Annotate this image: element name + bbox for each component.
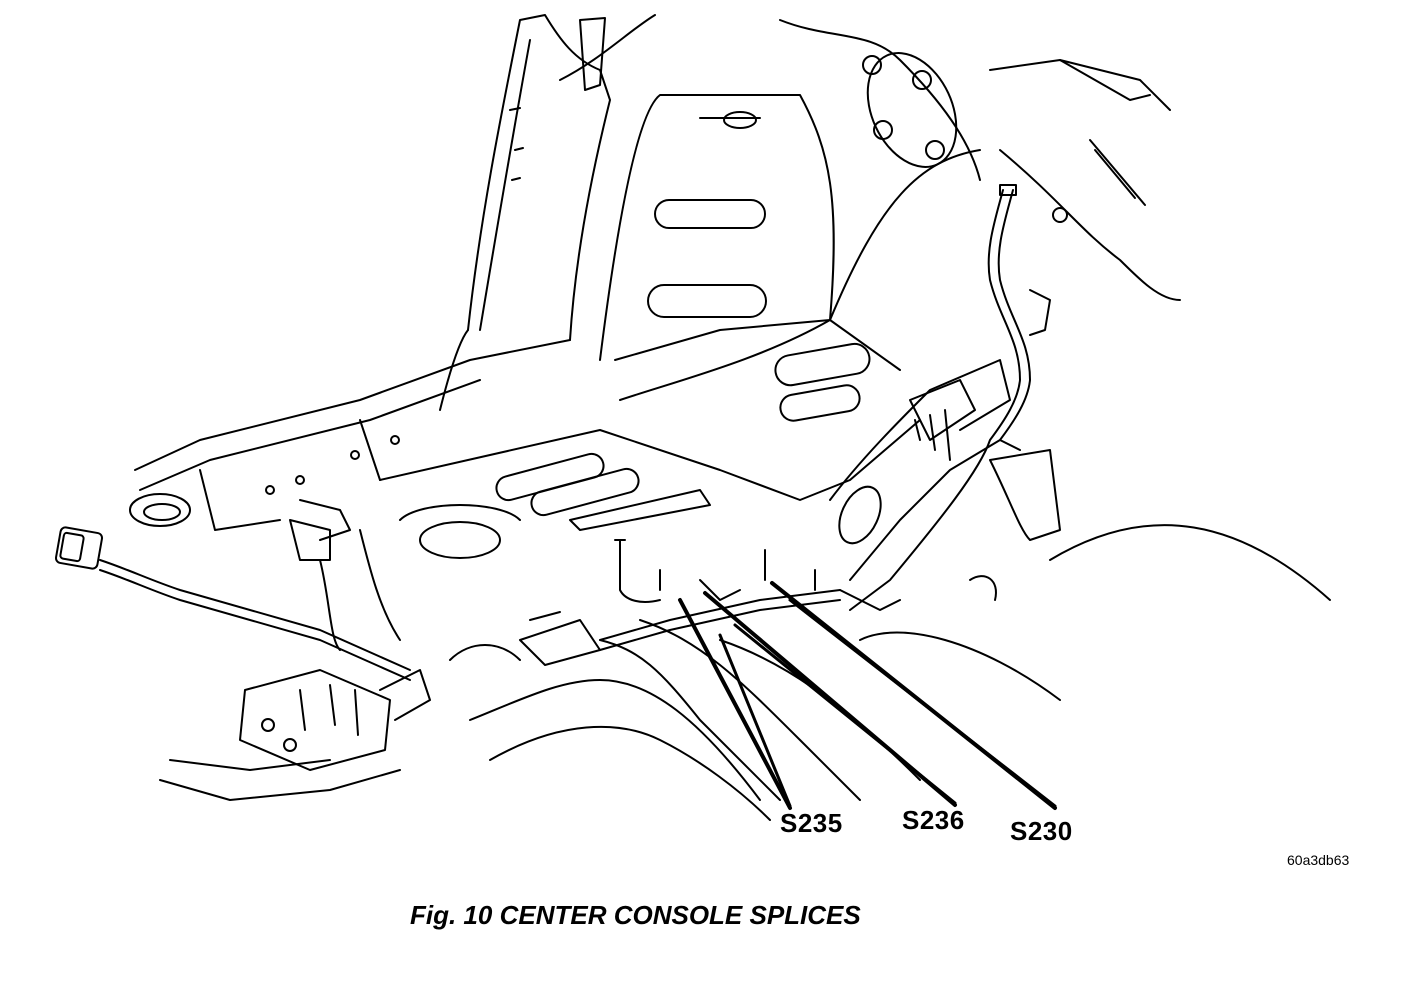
- left-sill: [130, 340, 570, 530]
- b-pillar: [440, 15, 655, 410]
- figure-caption: Fig. 10 CENTER CONSOLE SPLICES: [410, 900, 861, 930]
- seat-bracket: [240, 670, 430, 770]
- rear-seat-riser: [600, 95, 980, 360]
- splice-label-s235: S235: [780, 808, 843, 838]
- right-rear-rail: [830, 360, 1330, 610]
- wiring-harness-right: [600, 185, 1030, 650]
- splice-label-s230: S230: [1010, 816, 1073, 846]
- center-tunnel: [160, 620, 1060, 820]
- image-reference-code: 60a3db63: [1287, 852, 1350, 868]
- rear-wheelhouse: [780, 20, 1180, 335]
- leader-s235[interactable]: [680, 600, 790, 808]
- floor-pan: [266, 320, 920, 558]
- splice-label-s236: S236: [902, 805, 965, 835]
- wiring-harness-left: [55, 500, 600, 680]
- splice-leader-lines[interactable]: [680, 583, 1055, 808]
